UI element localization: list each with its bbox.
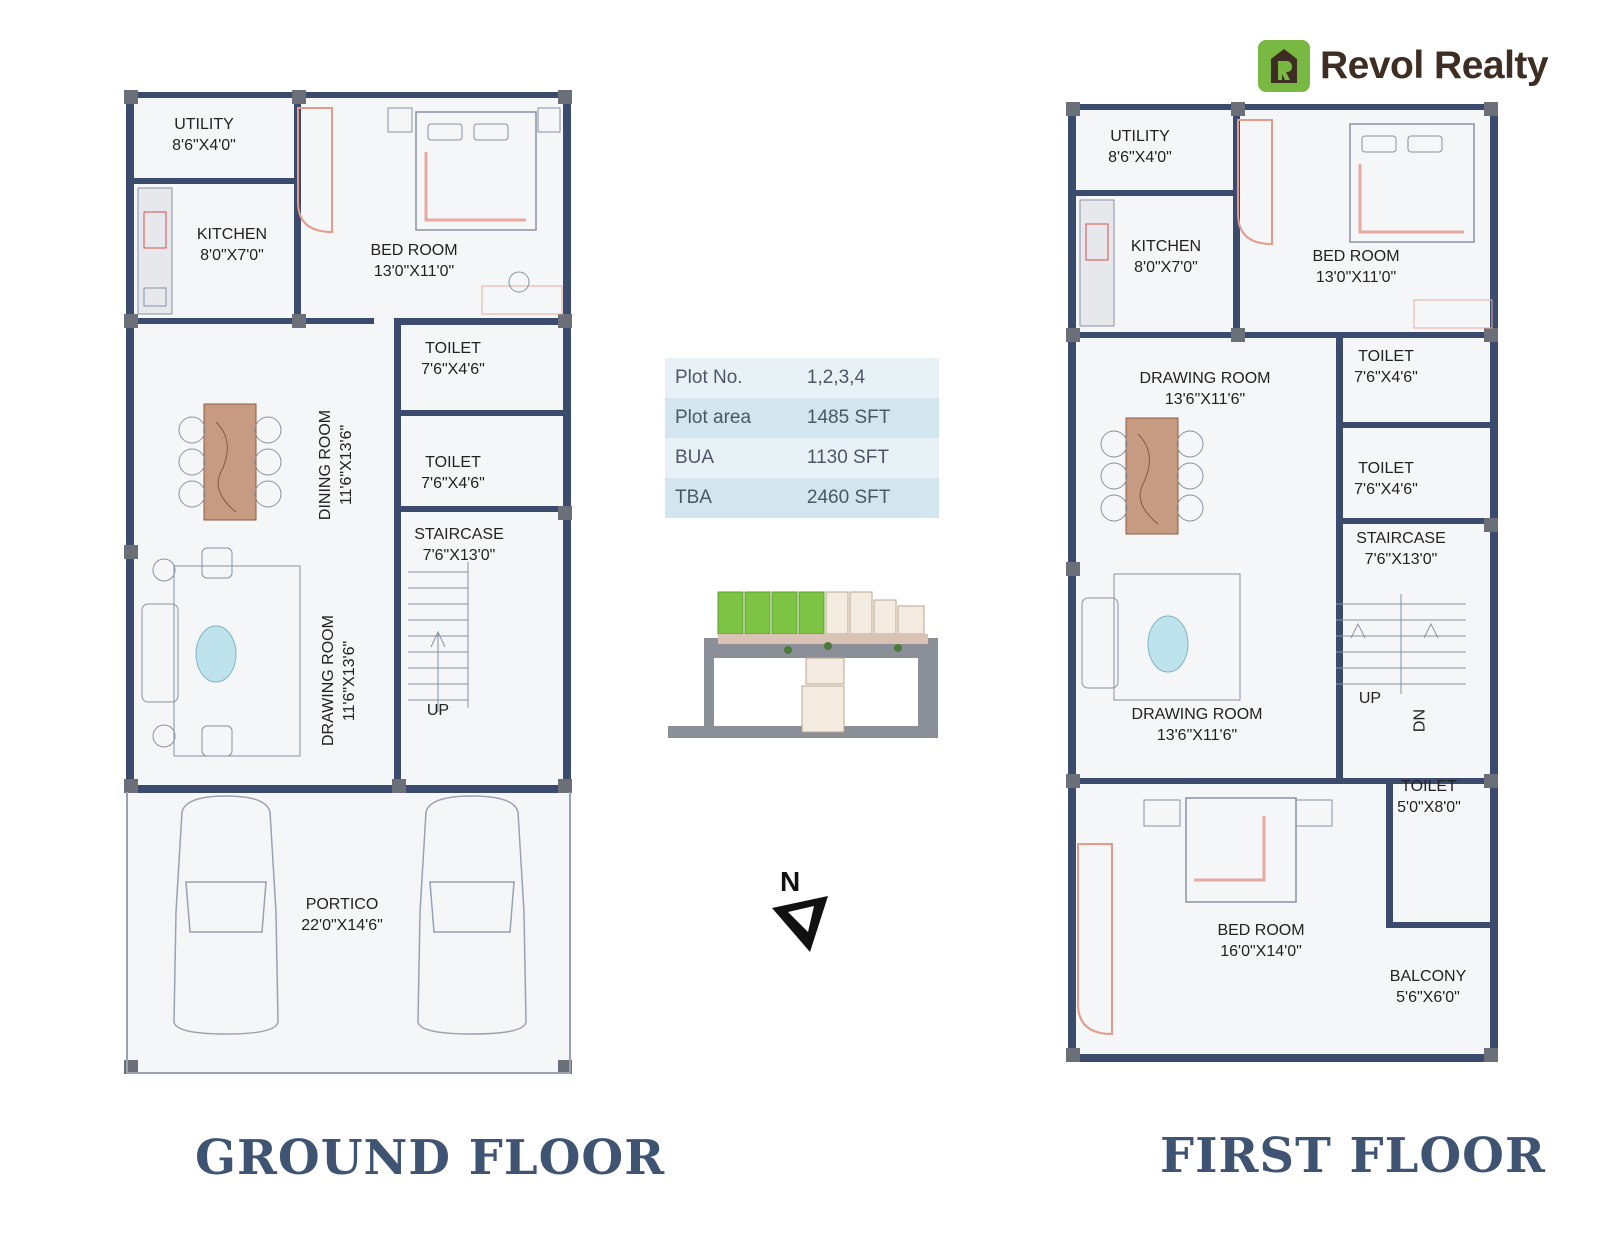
ff-stair-dn: DN [1411, 708, 1429, 733]
brand-name: Revol Realty [1320, 44, 1549, 87]
north-arrow-icon [772, 896, 828, 952]
table-row: Plot No.1,2,3,4 [665, 358, 939, 398]
north-compass: N [770, 866, 840, 956]
ff-stair-up: UP [1358, 690, 1382, 707]
brand-logo: Revol Realty [1258, 38, 1578, 94]
gf-stair-up: UP [426, 702, 450, 719]
first-floor-furniture [1077, 119, 1493, 1036]
ground-floor-title: GROUND FLOOR [195, 1130, 666, 1186]
ground-floor-furniture [137, 107, 563, 1035]
logo-icon [1258, 40, 1310, 92]
compass-label: N [780, 866, 801, 897]
site-layout-map [668, 580, 940, 755]
first-floor-title: FIRST FLOOR [1160, 1128, 1546, 1184]
